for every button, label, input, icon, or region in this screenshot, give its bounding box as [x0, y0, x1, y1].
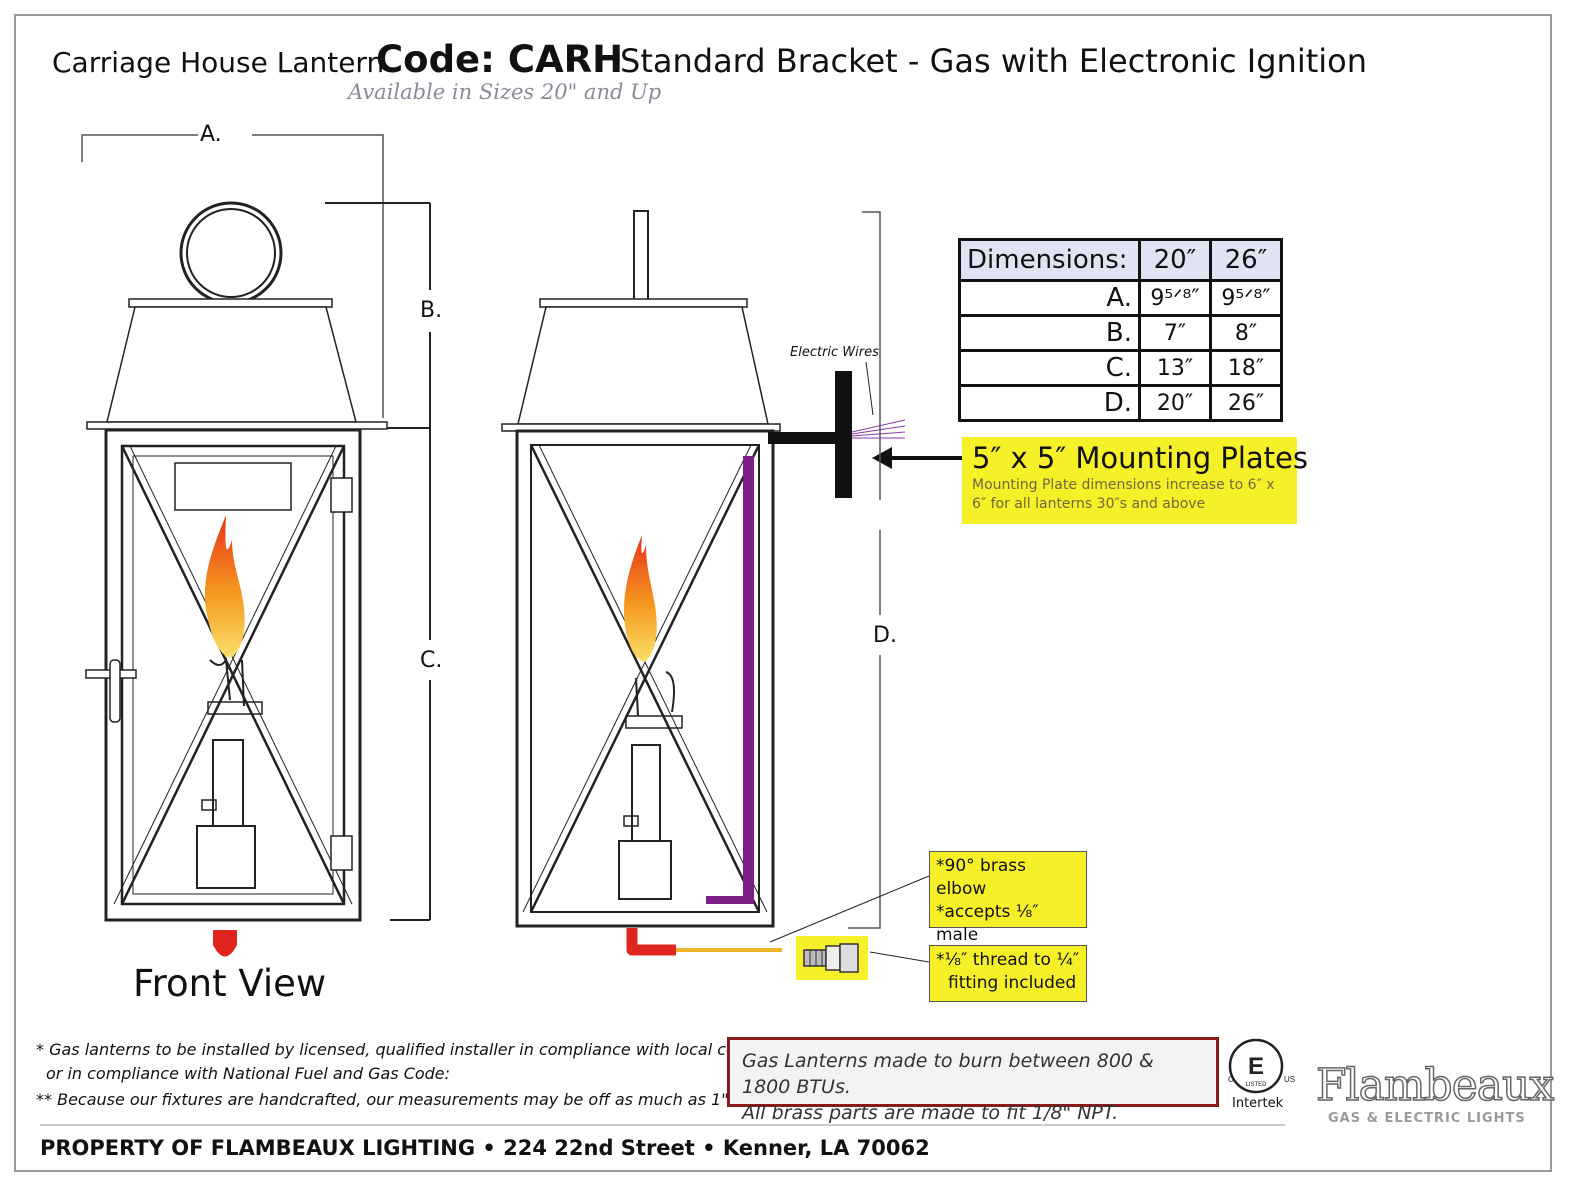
mounting-plates-box	[962, 437, 1297, 524]
electric-wires-label: Electric Wires	[790, 345, 879, 360]
npt-line: All brass parts are made to fit 1/8" NPT…	[742, 1102, 1119, 1124]
cert-c: C	[1228, 1075, 1234, 1084]
callout-line: *⅛″ thread to ¼″	[936, 950, 1080, 970]
fitting-icon	[803, 943, 859, 973]
product-code: Code: CARH	[376, 38, 624, 81]
intertek-label: Intertek	[1232, 1096, 1284, 1111]
side-view	[501, 210, 962, 963]
callout-line: *accepts ⅛″ male	[936, 902, 1039, 945]
table-header: Dimensions:	[958, 238, 1141, 282]
dimension-a-label: A.	[200, 122, 222, 147]
handcrafted-note: ** Because our fixtures are handcrafted,…	[36, 1090, 734, 1109]
callout-line: fitting included	[948, 973, 1077, 993]
row-label: D.	[958, 384, 1141, 422]
product-title: Carriage House Lantern	[52, 46, 385, 79]
row-label: C.	[958, 349, 1141, 387]
cell-value: 13″	[1138, 349, 1212, 387]
install-note-2: or in compliance with National Fuel and …	[46, 1064, 451, 1083]
size-header-26: 26″	[1209, 238, 1283, 282]
footer-divider	[40, 1124, 1285, 1126]
mounting-plates-title: 5″ x 5″ Mounting Plates	[972, 441, 1308, 475]
cell-value: 8″	[1209, 314, 1283, 352]
table-row: C. 13″ 18″	[958, 349, 1283, 387]
cell-value: 18″	[1209, 349, 1283, 387]
mounting-plates-note: Mounting Plate dimensions increase to 6″…	[972, 477, 1275, 512]
callout-line: *90° brass elbow	[936, 856, 1026, 899]
front-view-label: Front View	[133, 962, 327, 1005]
cell-value: 26″	[1209, 384, 1283, 422]
dimension-b-label: B.	[420, 298, 443, 323]
dimension-c-label: C.	[420, 648, 443, 673]
product-description: Standard Bracket - Gas with Electronic I…	[620, 42, 1368, 80]
listed-text: LISTED	[1245, 1082, 1267, 1088]
size-header-20: 20″	[1138, 238, 1212, 282]
footer-address: PROPERTY OF FLAMBEAUX LIGHTING • 224 22n…	[40, 1136, 930, 1160]
table-row: B. 7″ 8″	[958, 314, 1283, 352]
btu-line: Gas Lanterns made to burn between 800 & …	[742, 1050, 1154, 1098]
cell-value: 9⁵ᐟ⁸″	[1209, 279, 1283, 317]
cert-us: US	[1284, 1075, 1295, 1084]
install-note: * Gas lanterns to be installed by licens…	[36, 1040, 770, 1059]
dimension-d-label: D.	[873, 623, 897, 648]
cell-value: 9⁵ᐟ⁸″	[1138, 279, 1212, 317]
front-view	[81, 134, 431, 957]
fitting-callout: *⅛″ thread to ¼″ fitting included	[929, 945, 1087, 1002]
row-label: B.	[958, 314, 1141, 352]
etl-listed-icon: E LISTED C US	[1228, 1038, 1295, 1094]
table-row: D. 20″ 26″	[958, 384, 1283, 422]
brand-logo: Flambeaux	[1315, 1059, 1555, 1112]
row-label: A.	[958, 279, 1141, 317]
brand-tagline: GAS & ELECTRIC LIGHTS	[1328, 1111, 1526, 1126]
brass-elbow-callout: *90° brass elbow *accepts ⅛″ male thread	[929, 851, 1087, 968]
fitting-picture	[796, 936, 868, 980]
table-row: Dimensions: 20″ 26″	[958, 238, 1283, 282]
btu-info-box: Gas Lanterns made to burn between 800 & …	[727, 1037, 1219, 1124]
cell-value: 7″	[1138, 314, 1212, 352]
svg-text:E: E	[1248, 1053, 1264, 1080]
table-row: A. 9⁵ᐟ⁸″ 9⁵ᐟ⁸″	[958, 279, 1283, 317]
dimensions-table: Dimensions: 20″ 26″ A. 9⁵ᐟ⁸″ 9⁵ᐟ⁸″ B. 7″…	[958, 238, 1283, 422]
page-frame	[14, 14, 1552, 1172]
available-sizes: Available in Sizes 20" and Up	[348, 80, 662, 104]
cell-value: 20″	[1138, 384, 1212, 422]
